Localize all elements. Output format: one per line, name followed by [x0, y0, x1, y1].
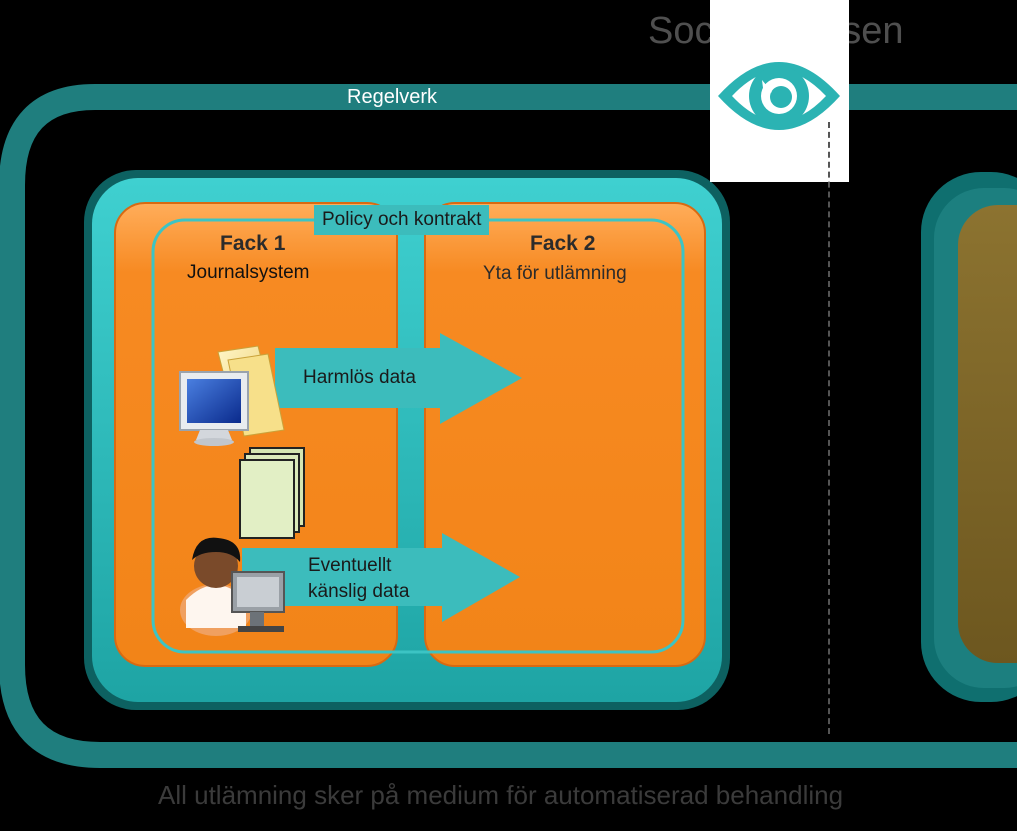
arrow-sensitive-data — [242, 533, 520, 622]
boundary-dashed-line — [828, 122, 830, 734]
footer-note: All utlämning sker på medium för automat… — [158, 780, 844, 810]
fack-2-box — [424, 202, 706, 667]
fack-1-subtitle: Journalsystem — [187, 262, 310, 283]
arrow-sensitive-label-line1: Eventuellt — [308, 555, 392, 576]
document-stack-icon — [239, 447, 305, 539]
computer-monitor-icon — [179, 345, 285, 446]
right-compartment-dim — [958, 205, 1017, 663]
eye-icon — [718, 62, 840, 130]
arrow-harmless-data — [275, 333, 522, 424]
fack-2-title: Fack 2 — [530, 232, 596, 255]
arrow-harmless-label: Harmlös data — [303, 367, 416, 388]
policy-label: Policy och kontrakt — [314, 205, 490, 235]
fack-1-title: Fack 1 — [220, 232, 286, 255]
regelverk-frame — [0, 84, 1017, 768]
authority-logo — [710, 0, 849, 182]
arrow-sensitive-label-line2: känslig data — [308, 581, 410, 602]
user-at-computer-icon — [180, 537, 285, 636]
regelverk-label: Regelverk — [347, 86, 438, 108]
fack-2-subtitle: Yta för utlämning — [483, 263, 627, 284]
